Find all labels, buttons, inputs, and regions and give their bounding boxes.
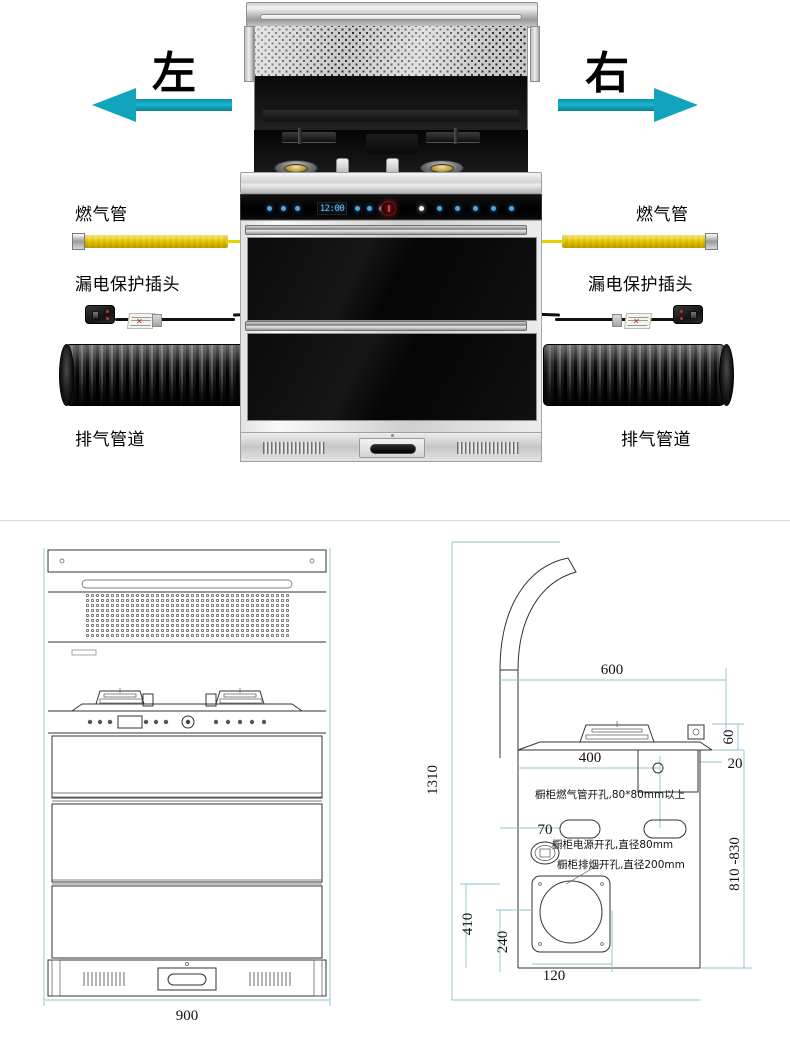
- cabinet-body: [240, 220, 542, 462]
- drawer-upper[interactable]: [247, 237, 537, 321]
- indicator-led[interactable]: [419, 206, 424, 211]
- hood-side-right: [530, 26, 540, 82]
- direction-label-left: 左: [152, 48, 196, 99]
- indicator-led[interactable]: [267, 206, 272, 211]
- indicator-led[interactable]: [491, 206, 496, 211]
- side-view-depth-dimension: 600: [601, 662, 624, 678]
- direction-label-right: 右: [585, 48, 629, 99]
- label-leakage-plug-left: 漏电保护插头: [75, 275, 180, 295]
- drawer-handle-lower[interactable]: [245, 321, 527, 331]
- plinth-control-box: [359, 438, 425, 458]
- technical-drawings-panel: 900 1310 600: [0, 528, 790, 1050]
- arrow-left-icon: [92, 82, 232, 128]
- label-exhaust-duct-right: 排气管道: [621, 430, 691, 450]
- vent-grille-right: [457, 442, 519, 454]
- note-gas-hole: 橱柜燃气管开孔,80*80mm以上: [535, 788, 685, 801]
- installation-overview-panel: 左 右 燃气管 漏电保护插头 排气管道 燃气管 漏电保护插头 排气管道: [0, 0, 790, 520]
- side-view-height-dimension: 1310: [425, 765, 441, 795]
- indicator-led[interactable]: [473, 206, 478, 211]
- indicator-led[interactable]: [281, 206, 286, 211]
- power-socket-symbol: [530, 841, 560, 865]
- indicator-led[interactable]: [355, 206, 360, 211]
- drawer-lower[interactable]: [247, 333, 537, 421]
- hood-filter-mesh: [254, 26, 528, 78]
- side-view-burner: [579, 721, 655, 743]
- technical-drawings-svg: 900 1310 600: [43, 541, 752, 1024]
- indicator-led[interactable]: [437, 206, 442, 211]
- label-leakage-plug-right: 漏电保护插头: [588, 275, 693, 295]
- side-view-duct-offset-dimension: 240: [495, 931, 511, 954]
- power-button-icon[interactable]: [381, 201, 396, 216]
- side-view-duct-edge-dimension: 120: [543, 968, 566, 984]
- indicator-led[interactable]: [509, 206, 514, 211]
- exhaust-flange: [531, 863, 611, 953]
- integrated-cooker-photo: 12:00: [232, 2, 552, 487]
- cooktop-counter: [240, 172, 542, 194]
- side-view-lip-dimension: 20: [728, 756, 743, 772]
- side-view-base-depth-dimension: 410: [460, 913, 476, 936]
- note-power-hole: 橱柜电源开孔,直径80mm: [552, 838, 673, 851]
- front-view-burner-right: [205, 688, 265, 707]
- indicator-led[interactable]: [455, 206, 460, 211]
- label-exhaust-duct-left: 排气管道: [75, 430, 145, 450]
- note-exhaust-hole: 橱柜排烟开孔,直径200mm: [557, 858, 685, 871]
- section-divider: [0, 520, 790, 521]
- cabinet-plinth: [240, 432, 542, 462]
- side-view-left-offset-dimension: 70: [538, 822, 553, 838]
- label-gas-pipe-right: 燃气管: [636, 205, 689, 225]
- indicator-led[interactable]: [295, 206, 300, 211]
- side-view-top-offset-dimension: 60: [721, 730, 737, 745]
- front-view-burner-left: [95, 688, 154, 707]
- front-view-width-dimension: 900: [176, 1008, 199, 1024]
- drawer-handle-upper[interactable]: [245, 225, 527, 235]
- arrow-right-icon: [558, 82, 698, 128]
- side-view-drawing: 1310 600: [425, 541, 752, 1001]
- indicator-led[interactable]: [367, 206, 372, 211]
- front-view-drawing: 900: [43, 548, 331, 1024]
- side-view-counter-height-dimension: 810 -830: [727, 837, 743, 891]
- label-gas-pipe-left: 燃气管: [75, 205, 128, 225]
- hood-cavity: [254, 76, 528, 136]
- side-view-inner-depth-dimension: 400: [579, 750, 602, 766]
- hood-side-left: [244, 26, 254, 82]
- timer-display: 12:00: [317, 202, 347, 215]
- control-panel: 12:00: [240, 194, 542, 220]
- vent-grille-left: [263, 442, 325, 454]
- hood-light-slot: [260, 14, 522, 20]
